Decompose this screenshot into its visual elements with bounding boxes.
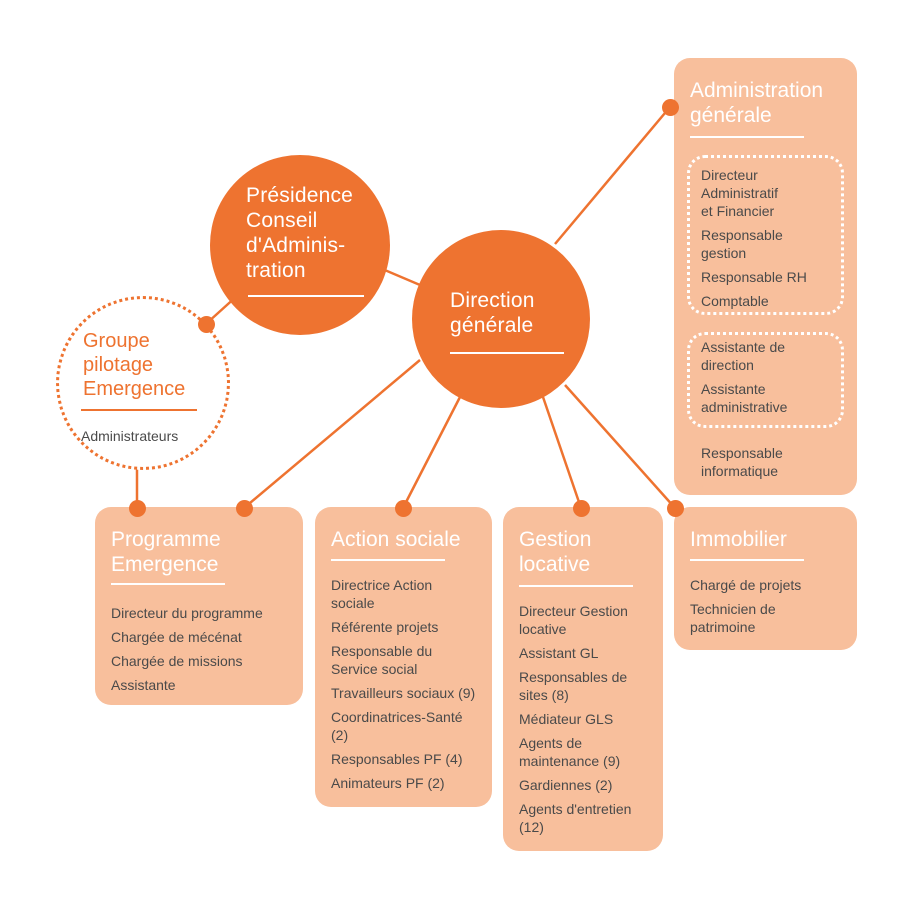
immobilier-rule bbox=[690, 559, 804, 561]
immobilier-title: Immobilier bbox=[690, 528, 787, 551]
gestion-locative-rule bbox=[519, 585, 633, 587]
line-direction-gestion bbox=[541, 396, 583, 509]
connector-dot-gestion bbox=[573, 500, 590, 517]
admin-group-1 bbox=[687, 155, 844, 315]
line-direction-immobilier bbox=[564, 384, 676, 509]
admin-item: Comptable bbox=[701, 293, 769, 309]
immobilier-box: Immobilier Chargé de projets Technicien … bbox=[674, 507, 857, 650]
programme-title: Programme Emergence bbox=[111, 528, 221, 576]
line-direction-programme bbox=[243, 359, 421, 509]
gestion-locative-item: Gardiennes (2) bbox=[519, 777, 613, 793]
admin-item: Assistante de direction bbox=[701, 339, 786, 373]
gestion-locative-item: Agents d'entretien(12) bbox=[519, 801, 632, 835]
admin-group-2 bbox=[687, 332, 844, 428]
direction-rule bbox=[450, 352, 564, 354]
action-sociale-item: Travailleurs sociaux (9) bbox=[331, 685, 476, 701]
admin-item: Responsable informatique bbox=[701, 445, 783, 479]
programme-item: Assistante bbox=[111, 677, 176, 693]
line-direction-action bbox=[401, 396, 462, 509]
connector-dot-programme bbox=[236, 500, 253, 517]
action-sociale-item: Animateurs PF (2) bbox=[331, 775, 445, 791]
connector-dot-immobilier bbox=[667, 500, 684, 517]
gestion-locative-title: Gestion locative bbox=[519, 528, 592, 576]
action-sociale-item: Référente projets bbox=[331, 619, 439, 635]
presidence-title: Présidence Conseil d'Adminis- tration bbox=[246, 184, 354, 282]
connector-dot-groupe-programme bbox=[129, 500, 146, 517]
presidence-node: Présidence Conseil d'Adminis- tration bbox=[210, 155, 390, 335]
groupe-pilotage-title: Groupe pilotage Emergence bbox=[83, 330, 186, 400]
programme-rule bbox=[111, 583, 225, 585]
groupe-pilotage-item: Administrateurs bbox=[81, 428, 179, 444]
admin-box: Administration générale Directeur Admini… bbox=[674, 58, 857, 495]
programme-item: Directeur du programme bbox=[111, 605, 263, 621]
line-presidence-direction bbox=[379, 266, 421, 287]
admin-item: Directeur Administratif et Financier bbox=[701, 167, 779, 219]
gestion-locative-item: Médiateur GLS bbox=[519, 711, 614, 727]
gestion-locative-item: Assistant GL bbox=[519, 645, 599, 661]
connector-dot-groupe bbox=[198, 316, 215, 333]
admin-title: Administration générale bbox=[690, 79, 824, 127]
direction-title: Direction générale bbox=[450, 289, 535, 337]
admin-item: Responsable gestion bbox=[701, 227, 783, 261]
action-sociale-title: Action sociale bbox=[331, 528, 461, 551]
programme-item: Chargée de mécénat bbox=[111, 629, 242, 645]
action-sociale-item: Responsables PF (4) bbox=[331, 751, 463, 767]
direction-node: Direction générale bbox=[412, 230, 590, 408]
programme-item: Chargée de missions bbox=[111, 653, 243, 669]
connector-dot-admin bbox=[662, 99, 679, 116]
programme-box: Programme Emergence Directeur du program… bbox=[95, 507, 303, 705]
admin-item: Assistante administrative bbox=[701, 381, 788, 415]
presidence-rule bbox=[248, 295, 364, 297]
action-sociale-item: Coordinatrices-Santé(2) bbox=[331, 709, 463, 743]
admin-item: Responsable RH bbox=[701, 269, 807, 285]
immobilier-item: Chargé de projets bbox=[690, 577, 802, 593]
programme-items: Directeur du programme Chargée de mécéna… bbox=[111, 604, 295, 700]
groupe-pilotage-rule bbox=[81, 409, 197, 411]
admin-rule bbox=[690, 136, 804, 138]
line-direction-admin bbox=[554, 106, 671, 245]
connector-dot-action bbox=[395, 500, 412, 517]
action-sociale-rule bbox=[331, 559, 445, 561]
